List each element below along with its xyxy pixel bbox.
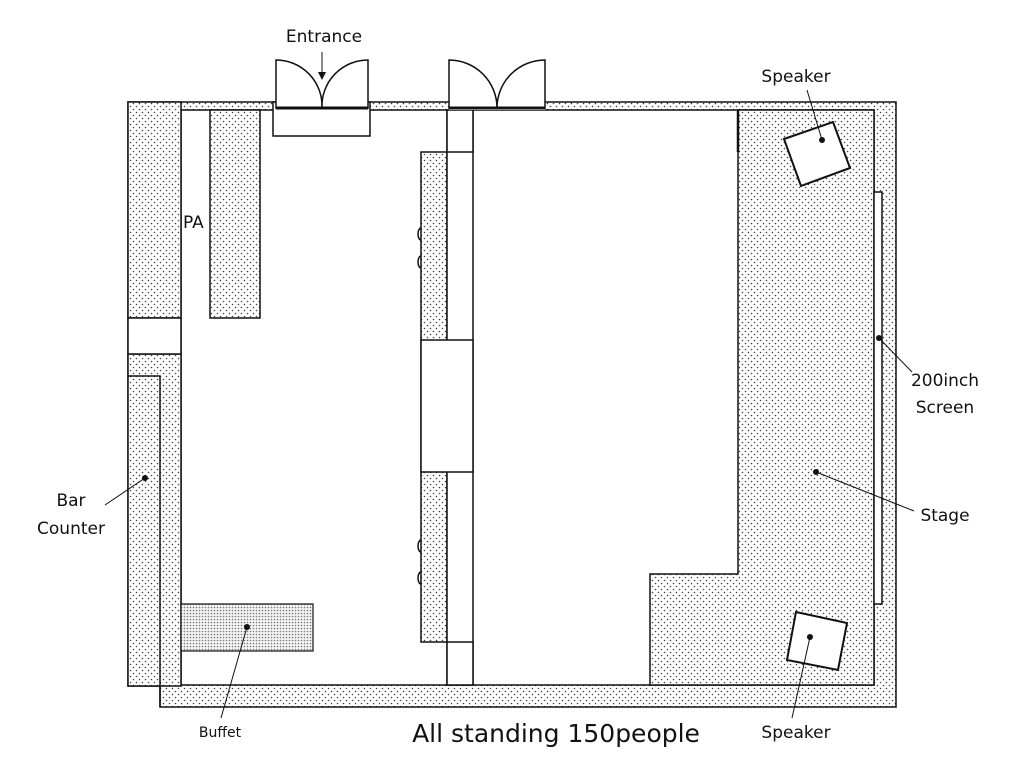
- stage-label: Stage: [920, 506, 969, 526]
- screen-label-line1: 200inch: [911, 371, 979, 391]
- buffet-label: Buffet: [199, 725, 242, 741]
- left-wall-gap: [127, 317, 182, 355]
- speaker-bottom: [785, 610, 849, 719]
- pa-column: [209, 109, 261, 319]
- speaker-top: [782, 89, 852, 188]
- leader-lines: [104, 335, 915, 719]
- entrance-door-right: [448, 59, 546, 110]
- speaker-top-label: Speaker: [761, 67, 830, 87]
- center-divider: [417, 109, 474, 686]
- pa-label: PA: [183, 213, 204, 233]
- entrance-label: Entrance: [286, 27, 362, 47]
- bar-counter-label-line2: Counter: [37, 519, 105, 539]
- stage-area: [649, 109, 875, 686]
- capacity-label: All standing 150people: [412, 719, 700, 748]
- left-wall-upper: [127, 101, 182, 319]
- bar-counter: [127, 353, 182, 707]
- screen: [873, 191, 883, 605]
- bar-counter-label-line1: Bar: [56, 491, 85, 511]
- screen-label-line2: Screen: [916, 398, 974, 418]
- entrance-door-left: [272, 59, 371, 137]
- speaker-bottom-label: Speaker: [761, 723, 830, 743]
